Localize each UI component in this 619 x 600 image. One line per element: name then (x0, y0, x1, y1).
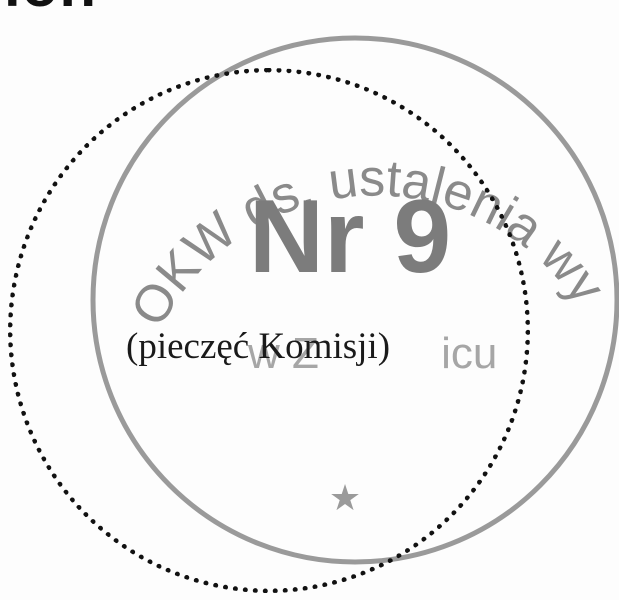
stamp-placeholder-label: (pieczęć Komisji) (126, 326, 391, 367)
stamp-placeholder-circle (8, 68, 530, 593)
heading-fragment: ion (4, 0, 97, 16)
